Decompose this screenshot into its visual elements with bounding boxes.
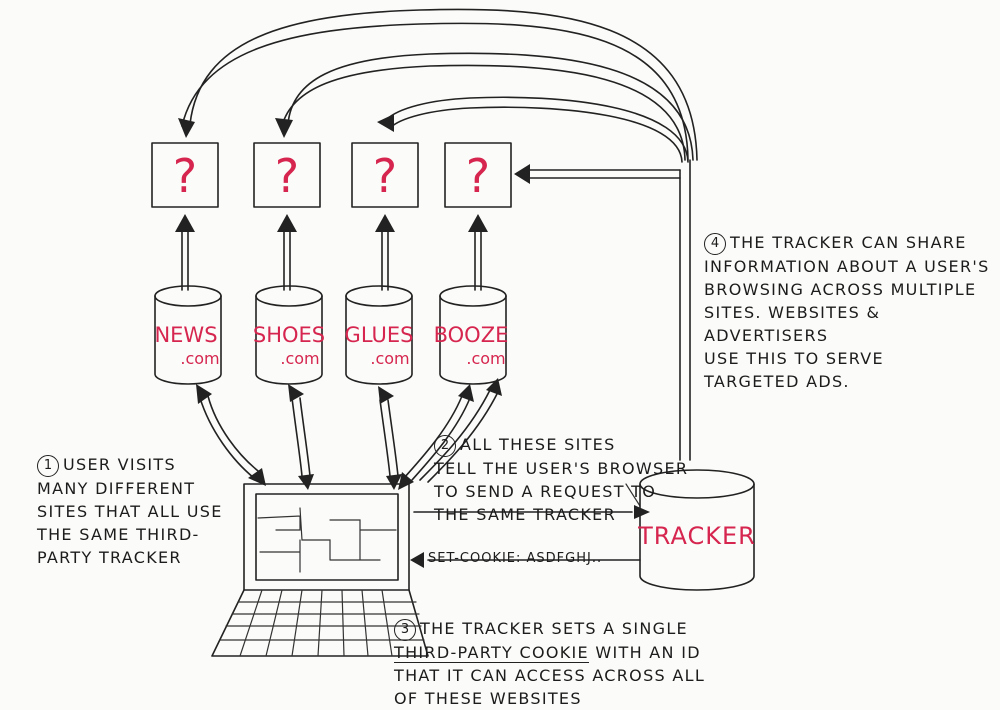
step-2-number: 2 [434, 435, 456, 457]
step-3-number: 3 [394, 619, 416, 641]
unknown-box-1: ? [151, 142, 219, 208]
step-3-lead: THE TRACKER SETS A SINGLE [420, 619, 688, 638]
site-tld: .com [370, 349, 409, 368]
site-label: BOOZE [434, 323, 509, 347]
laptop [211, 483, 429, 657]
step-2-text: ALL THESE SITES TELL THE USER'S BROWSER … [434, 435, 689, 524]
unknown-box-4: ? [444, 142, 512, 208]
site-glues: GLUES .com [345, 285, 414, 385]
set-cookie-header: SET-COOKIE: ASDFGHJ.. [428, 551, 602, 566]
step-4-number: 4 [704, 233, 726, 255]
tracker-browser-arrows [410, 483, 650, 568]
site-cylinders: NEWS .com SHOES .com GLUES .com BOOZE .c… [154, 285, 509, 385]
unknown-boxes: ? ? ? ? [151, 142, 512, 208]
tracking-diagram: ? ? ? ? [151, 8, 756, 657]
site-tld: .com [280, 349, 319, 368]
step-4-text: THE TRACKER CAN SHARE INFORMATION ABOUT … [704, 233, 990, 391]
step-1-text: USER VISITS MANY DIFFERENT SITES THAT AL… [37, 455, 223, 567]
site-to-box-arrows [175, 214, 488, 291]
site-label: NEWS [154, 323, 217, 347]
site-news: NEWS .com [154, 285, 222, 385]
third-party-cookie-term: THIRD-PARTY COOKIE [394, 643, 589, 663]
unknown-box-2: ? [253, 142, 321, 208]
question-mark: ? [373, 149, 397, 203]
tracker-cylinder: TRACKER [637, 469, 756, 591]
question-mark: ? [275, 149, 299, 203]
tracker-label: TRACKER [637, 522, 756, 550]
tracker-share-arches [178, 8, 698, 461]
site-tld: .com [180, 349, 219, 368]
site-booze: BOOZE .com [434, 285, 509, 385]
site-tld: .com [466, 349, 505, 368]
unknown-box-3: ? [351, 142, 419, 208]
question-mark: ? [173, 149, 197, 203]
site-shoes: SHOES .com [253, 285, 325, 385]
question-mark: ? [466, 149, 490, 203]
site-label: GLUES [345, 323, 414, 347]
site-label: SHOES [253, 323, 325, 347]
step-1-number: 1 [37, 455, 59, 477]
